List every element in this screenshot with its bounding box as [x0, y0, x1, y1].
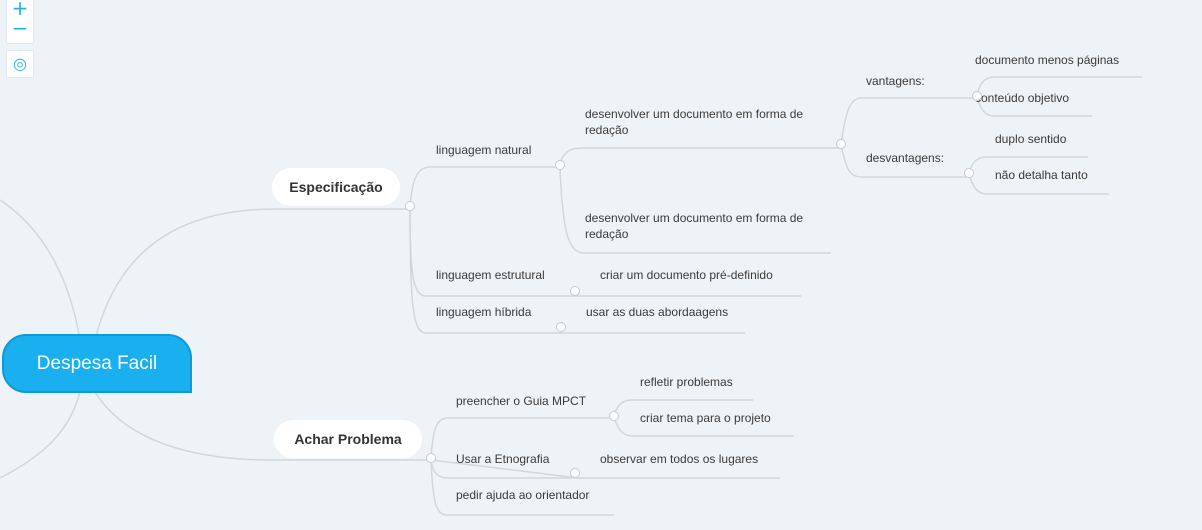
- node-guia-mpct[interactable]: preencher o Guia MPCT: [456, 394, 587, 408]
- node-duplo-sentido[interactable]: duplo sentido: [995, 132, 1067, 146]
- node-linguagem-estrutural[interactable]: linguagem estrutural: [436, 268, 545, 282]
- topic-achar-problema[interactable]: Achar Problema: [274, 420, 422, 458]
- node-vantagens[interactable]: vantagens:: [866, 74, 925, 88]
- collapse-toggle[interactable]: [555, 160, 565, 170]
- node-documento-menos-paginas[interactable]: documento menos páginas: [975, 53, 1120, 67]
- target-icon: ◎: [13, 54, 27, 73]
- node-linguagem-natural[interactable]: linguagem natural: [436, 143, 532, 157]
- collapse-toggle[interactable]: [836, 139, 846, 149]
- node-usar-abordagens[interactable]: usar as duas abordaagens: [586, 305, 729, 319]
- node-pedir-ajuda[interactable]: pedir ajuda ao orientador: [456, 488, 590, 502]
- node-etnografia[interactable]: Usar a Etnografia: [456, 452, 550, 466]
- node-nao-detalha-tanto[interactable]: não detalha tanto: [995, 168, 1088, 182]
- node-conteudo-objetivo[interactable]: conteúdo objetivo: [975, 91, 1070, 105]
- collapse-toggle[interactable]: [405, 201, 415, 211]
- node-criar-documento[interactable]: criar um documento pré-definido: [600, 268, 773, 282]
- root-label: Despesa Facil: [36, 352, 158, 374]
- node-doc-redacao-1[interactable]: desenvolver um documento em forma de red…: [585, 107, 804, 137]
- node-linguagem-hibrida[interactable]: linguagem híbrida: [436, 305, 532, 319]
- topic-especificacao[interactable]: Especificação: [272, 168, 400, 206]
- zoom-in-button[interactable]: +: [11, 0, 29, 20]
- collapse-toggle[interactable]: [556, 322, 566, 332]
- node-refletir-problemas[interactable]: refletir problemas: [640, 375, 733, 389]
- node-doc-redacao-2[interactable]: desenvolver um documento em forma de red…: [585, 211, 804, 241]
- collapse-toggle[interactable]: [570, 468, 580, 478]
- topic-label: Especificação: [289, 179, 383, 195]
- topic-label: Achar Problema: [294, 431, 402, 447]
- collapse-toggle[interactable]: [972, 91, 982, 101]
- center-map-button[interactable]: ◎: [6, 50, 34, 78]
- collapse-toggle[interactable]: [570, 286, 580, 296]
- root-node[interactable]: Despesa Facil: [2, 334, 192, 393]
- node-desvantagens[interactable]: desvantagens:: [866, 151, 945, 165]
- collapse-toggle[interactable]: [609, 411, 619, 421]
- collapse-toggle[interactable]: [964, 168, 974, 178]
- zoom-controls: + −: [6, 0, 34, 44]
- zoom-out-button[interactable]: −: [11, 16, 29, 40]
- node-criar-tema[interactable]: criar tema para o projeto: [640, 411, 771, 425]
- node-observar[interactable]: observar em todos os lugares: [600, 452, 759, 466]
- collapse-toggle[interactable]: [426, 453, 436, 463]
